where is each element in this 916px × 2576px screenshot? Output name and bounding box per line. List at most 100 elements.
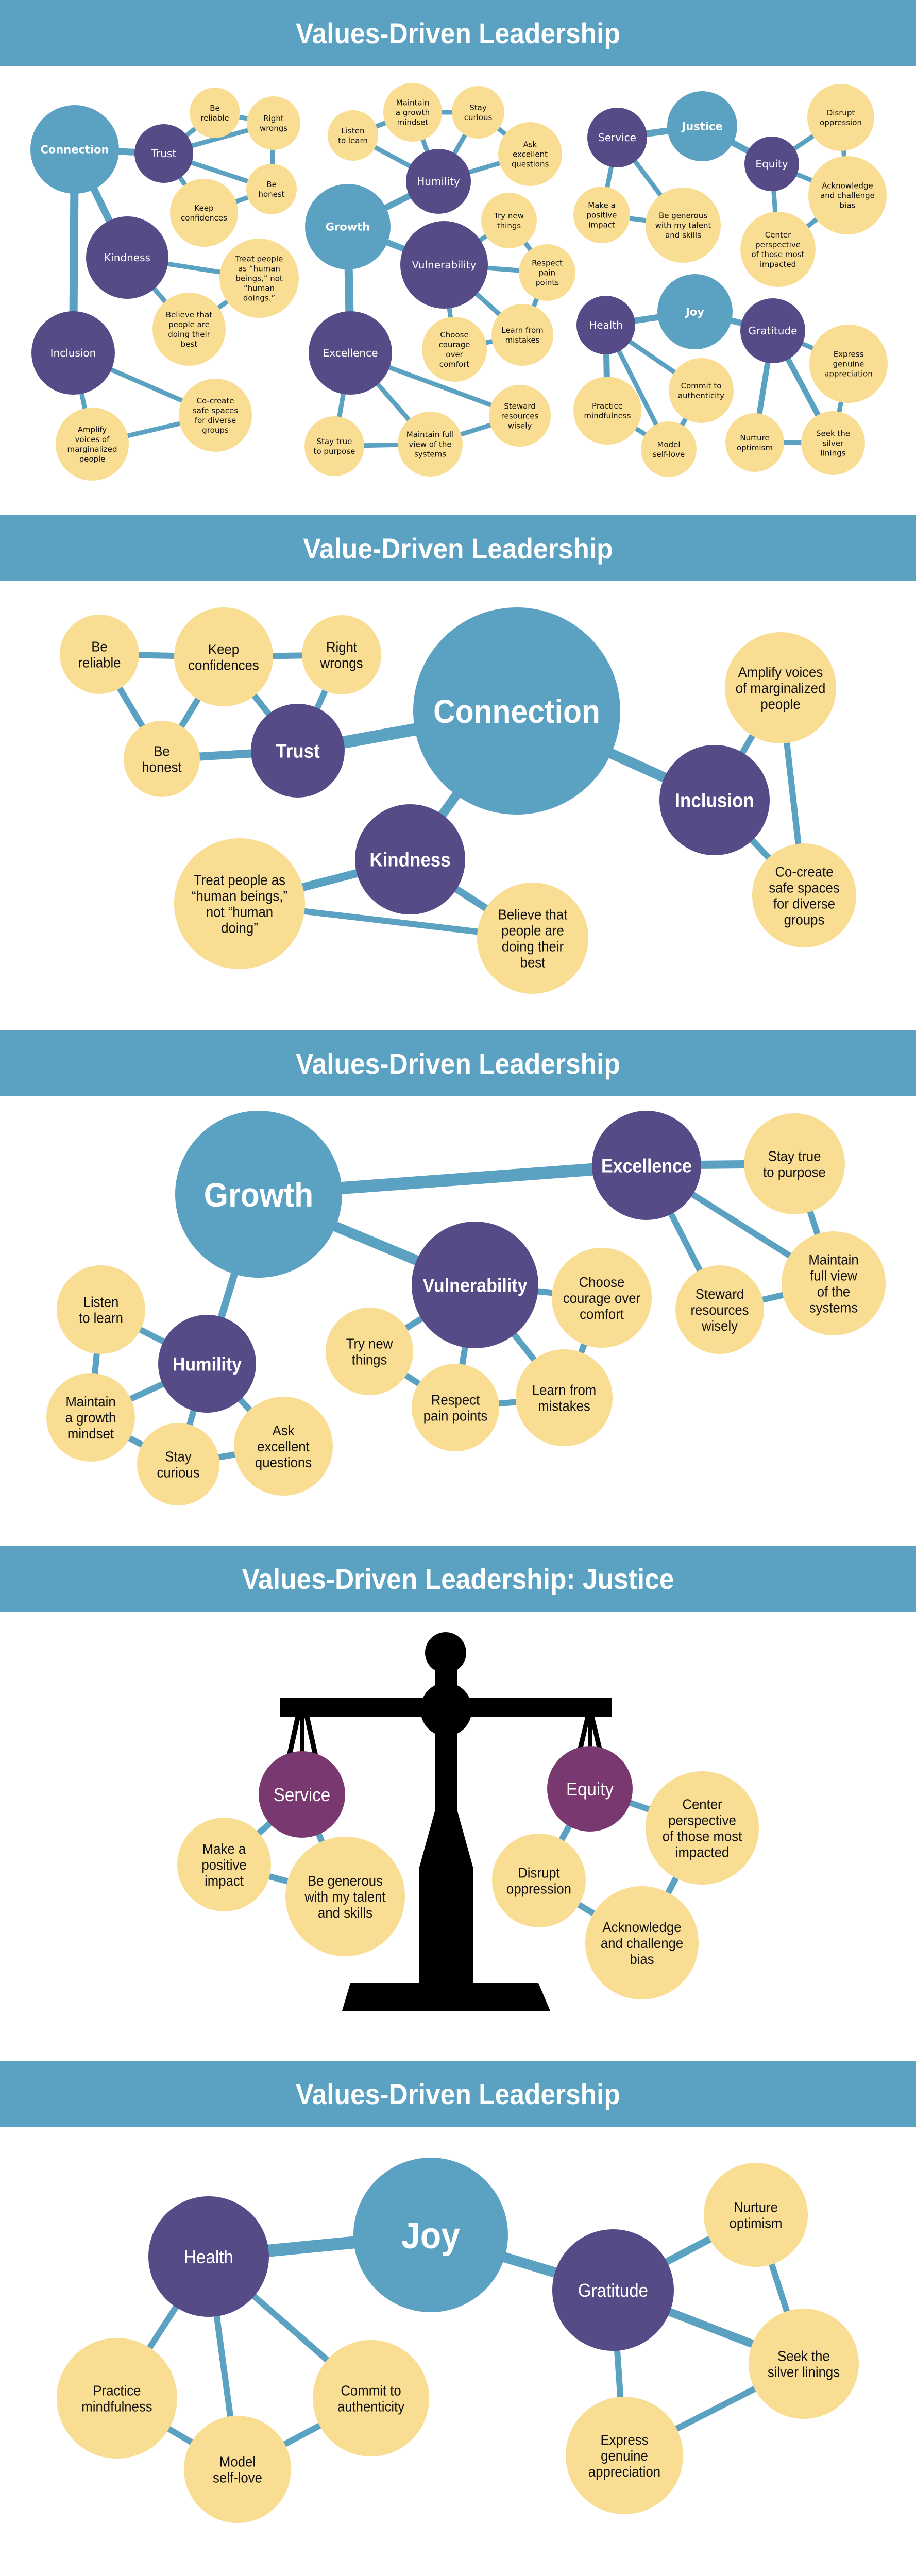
node-justice: Justice [667, 91, 737, 161]
node-label-line: Express [834, 349, 864, 359]
node-service: Service [587, 108, 647, 167]
node-label-line: Right [326, 639, 358, 655]
node-circle [175, 1111, 342, 1278]
node-label-line: Acknowledge [602, 1919, 681, 1935]
node-label-line: Commit to [341, 2383, 401, 2399]
node-label-line: impact [588, 220, 615, 229]
node-label-line: appreciation [588, 2464, 660, 2480]
node-label-line: Maintain [396, 98, 430, 107]
node-inclusion: Inclusion [659, 745, 770, 855]
node-label-line: mindset [397, 117, 429, 127]
node-circle [313, 2340, 429, 2456]
node-circle [740, 298, 805, 363]
node-humility: Humility [158, 1315, 256, 1413]
node-label-line: bias [840, 200, 856, 210]
node-label-line: points [535, 278, 559, 287]
node-circle [659, 745, 770, 855]
node-circle [669, 358, 734, 423]
node-circle [190, 88, 240, 138]
node-label-line: Be [210, 104, 220, 113]
node-circle [246, 164, 297, 214]
node-equity: Equity [547, 1746, 633, 1832]
node-label-line: as “human [238, 264, 280, 273]
node-circle [86, 216, 168, 299]
node-circle [56, 408, 129, 481]
node-label-line: things [352, 1352, 387, 1368]
section-title: Values-Driven Leadership: Justice [242, 1563, 674, 1595]
node-circle [57, 1265, 145, 1354]
node-label: Gratitude [749, 325, 798, 337]
node-label-line: Amplify [78, 425, 107, 434]
node-label-line: voices of [75, 435, 110, 444]
section-4: Values-Driven Leadership: Justice Servic… [0, 1546, 916, 2011]
node-label: Vulnerability [412, 259, 476, 271]
node-label-line: people [79, 454, 106, 464]
node-label-line: Joy [401, 2214, 461, 2256]
node-label-line: systems [809, 1300, 858, 1316]
node-label-line: Vulnerability [412, 259, 476, 271]
node-label-line: “human beings,” [192, 888, 287, 904]
node-label-line: mindset [67, 1426, 114, 1442]
node-circle [158, 1315, 256, 1413]
node-label-line: Co-create [775, 864, 833, 880]
node-label-line: comfort [439, 360, 470, 369]
node-circle [31, 311, 115, 395]
section-header-band [0, 1546, 916, 1612]
node-label-line: and challenge [820, 191, 875, 200]
node-circle [552, 1248, 652, 1348]
node-label-line: Practice [592, 401, 623, 411]
node-label-line: Nurture [734, 2199, 778, 2215]
node-label: Trust [151, 147, 177, 160]
node-circle [801, 411, 865, 475]
node-circle [552, 2229, 674, 2351]
node-label-line: Make a [588, 200, 615, 210]
node-label-line: Disrupt [827, 108, 855, 117]
node-label-line: to learn [338, 136, 368, 145]
node-label-line: with my talent [655, 221, 711, 230]
node-circle [566, 2397, 683, 2514]
node-connection: Connection [413, 607, 620, 815]
node-label-line: perspective [668, 1812, 736, 1828]
node-label-line: doings.” [243, 293, 275, 302]
node-label-line: excellent [257, 1438, 310, 1454]
node-label-line: honest [258, 190, 284, 199]
node-label-line: not “human [206, 904, 273, 920]
node-circle [516, 1349, 613, 1446]
section-title: Values-Driven Leadership [296, 2078, 620, 2110]
node-circle [519, 244, 575, 301]
node-equity: Equity [744, 137, 799, 191]
node-label-line: Choose [579, 1274, 625, 1290]
node-label: Health [589, 319, 623, 331]
node-label: Health [184, 2247, 233, 2268]
node-label-line: pain [539, 268, 555, 277]
node-circle [353, 2158, 508, 2312]
node-circle [592, 1111, 701, 1220]
node-circle [749, 2309, 859, 2419]
node-label-line: Respect [431, 1392, 480, 1408]
node-label: Growth [204, 1176, 313, 1214]
